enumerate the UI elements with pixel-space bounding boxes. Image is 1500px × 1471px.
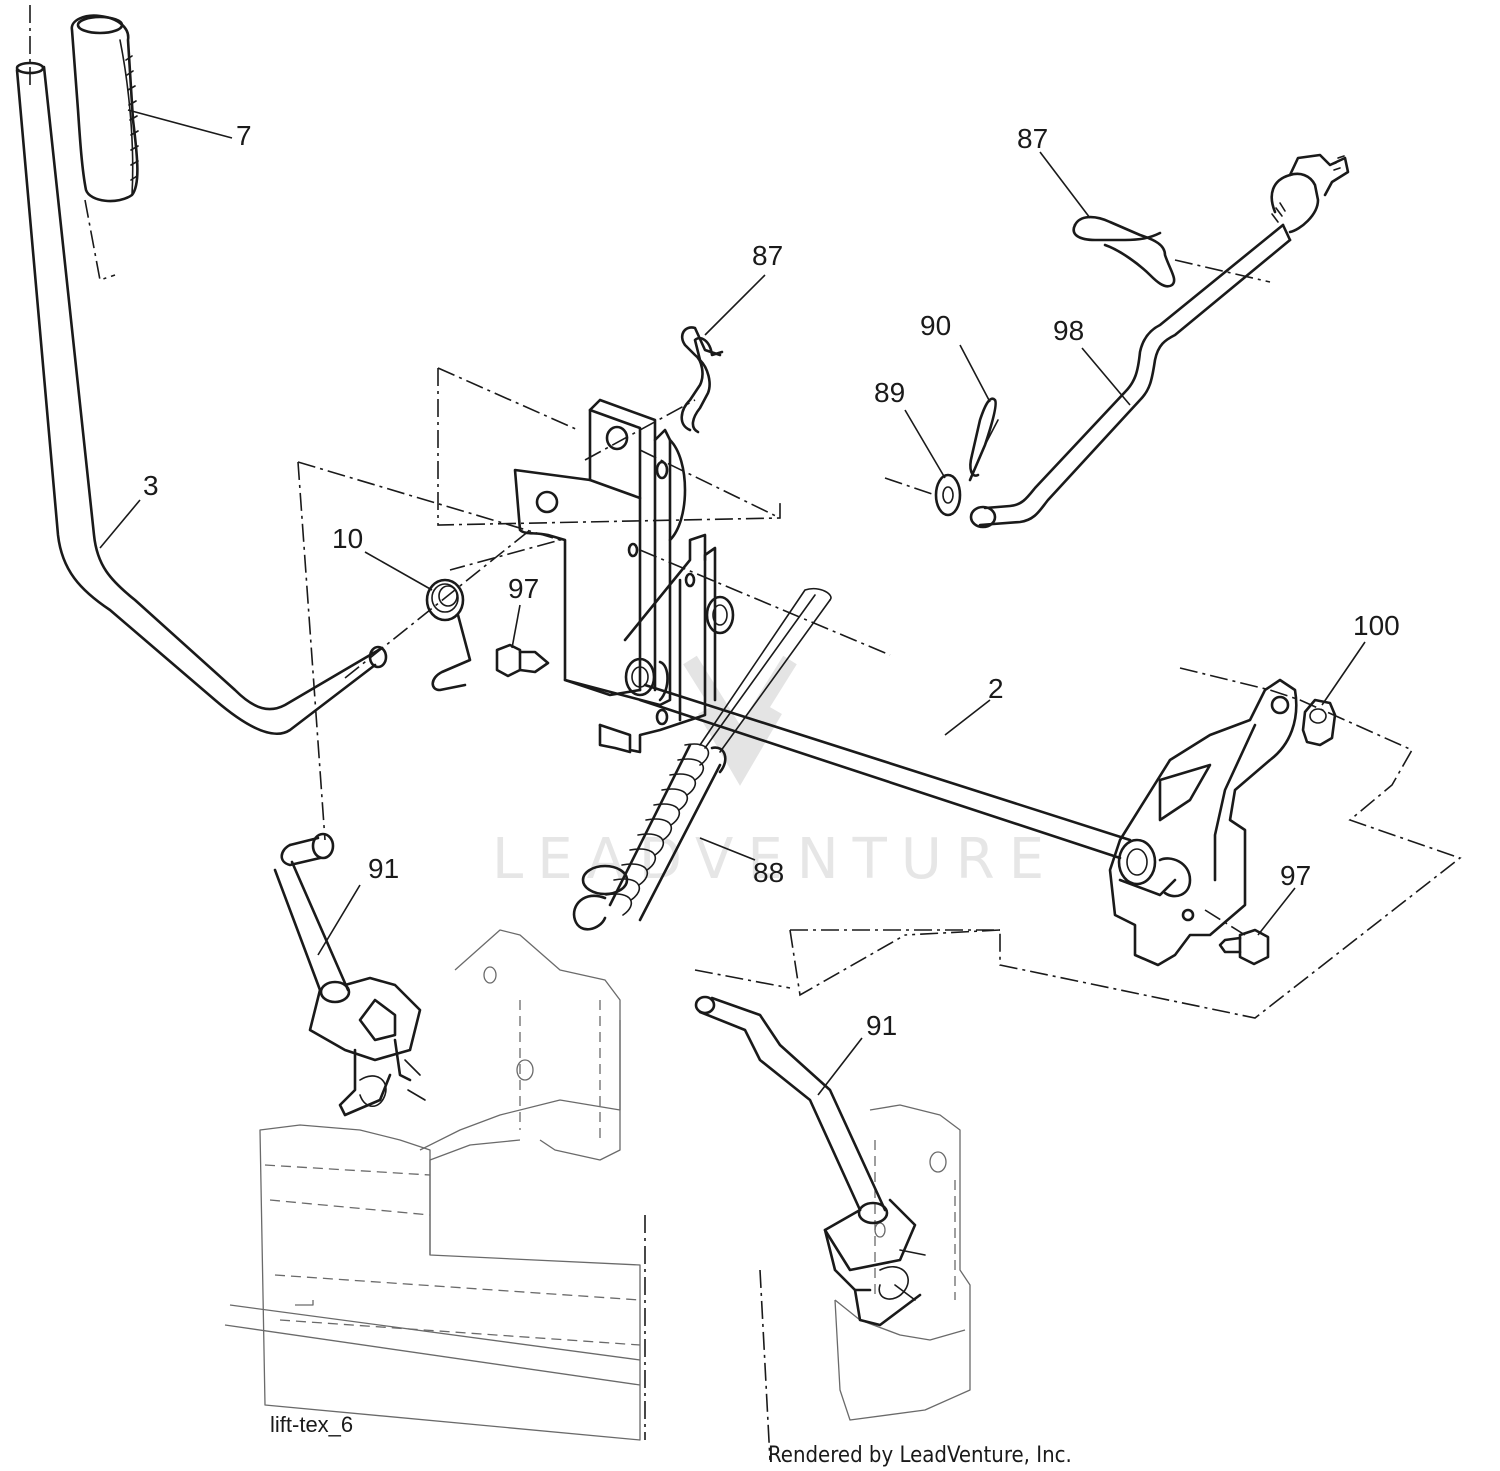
- callout-2: 2: [988, 673, 1004, 704]
- watermark: LEADVENTURE: [492, 655, 1044, 892]
- mount-bracket: [513, 398, 687, 707]
- bolt-97-left: [495, 643, 550, 678]
- callout-91: 91: [368, 853, 399, 884]
- right-lift-arm: [1108, 678, 1298, 967]
- lift-lever-3: [15, 61, 388, 735]
- extension-spring-88: [572, 587, 832, 931]
- callout-labels: 7 87 87 90 98 89 3 10 97 100 2 91 88 97 …: [143, 120, 1400, 1041]
- cotter-pin-90: [968, 397, 999, 482]
- diagram-id: lift-tex_6: [270, 1412, 353, 1437]
- hairpin-clip-87-right: [1072, 215, 1176, 288]
- lift-link-91-right: [694, 995, 926, 1327]
- bolt-97-right: [1218, 928, 1270, 966]
- callout-98: 98: [1053, 315, 1084, 346]
- render-credit: Rendered by LeadVenture, Inc.: [768, 1443, 1072, 1468]
- leader-lines: [99, 109, 1366, 1096]
- callout-100: 100: [1353, 610, 1400, 641]
- callout-10: 10: [332, 523, 363, 554]
- frame-ghost: [224, 929, 971, 1461]
- callout-97: 97: [1280, 860, 1311, 891]
- callout-3: 3: [143, 470, 159, 501]
- callout-91: 91: [866, 1010, 897, 1041]
- nut-100: [1301, 698, 1337, 747]
- grip-7: [70, 14, 139, 203]
- callout-7: 7: [236, 120, 252, 151]
- torsion-spring-10: [425, 578, 472, 692]
- callout-87: 87: [752, 240, 783, 271]
- lift-link-91-left: [273, 832, 426, 1117]
- washer-89: [934, 473, 962, 517]
- watermark-logo-icon: [683, 655, 797, 786]
- pivot-bracket: [598, 533, 735, 754]
- callout-87: 87: [1017, 123, 1048, 154]
- callout-90: 90: [920, 310, 951, 341]
- callout-97: 97: [508, 573, 539, 604]
- callout-89: 89: [874, 377, 905, 408]
- link-rod-98: [969, 153, 1350, 529]
- hairpin-clip-87-left: [680, 326, 724, 434]
- callout-88: 88: [753, 857, 784, 888]
